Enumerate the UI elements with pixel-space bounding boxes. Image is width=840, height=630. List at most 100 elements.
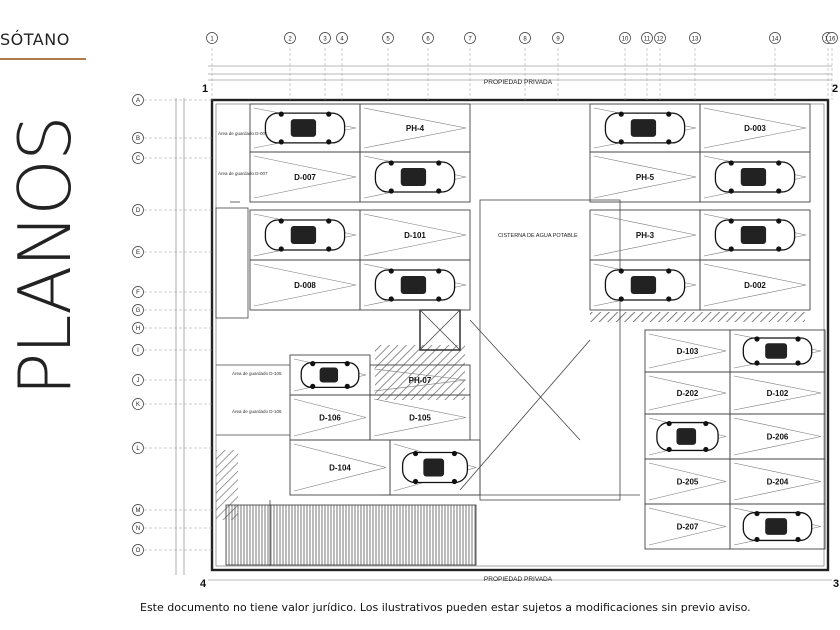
corner-number-4: 4 (200, 578, 207, 590)
column-axis-label: 8 (523, 37, 527, 43)
stall-marking (703, 263, 807, 307)
cistern-label: CISTERNA DE AGUA POTABLE (498, 233, 578, 239)
row-axis-bubble (132, 442, 144, 454)
row-axis-bubble (132, 522, 144, 534)
stall-id: D-002 (744, 281, 766, 290)
stall-id: PH-07 (409, 376, 432, 385)
car-icon (374, 160, 456, 194)
parked-cars (264, 111, 813, 543)
column-axis-bubble (769, 32, 781, 44)
column-axis-label: 3 (323, 37, 327, 43)
row-axis-bubble (132, 344, 144, 356)
stall-marking (648, 375, 727, 411)
storage-label-1: Área de guardado D-001 (218, 130, 268, 136)
stall-marking (703, 107, 807, 149)
corner-number-3: 3 (833, 578, 839, 590)
row-axis-label: K (136, 402, 140, 408)
stall-id: D-008 (294, 281, 316, 290)
column-axis-bubble (319, 32, 331, 44)
row-axis-label: G (136, 308, 141, 314)
row-axis-label: O (136, 548, 141, 554)
column-axis-bubble (464, 32, 476, 44)
car-icon (742, 510, 813, 543)
stall-id: D-003 (744, 124, 766, 133)
stall-outline (729, 503, 826, 550)
disclaimer-text: Este documento no tiene valor jurídico. … (140, 601, 751, 614)
stall-id: PH-5 (636, 173, 655, 182)
stall-marking (293, 443, 387, 492)
column-axis-label: 16 (829, 37, 836, 43)
row-axis-label: D (136, 208, 141, 214)
column-axis-bubble (206, 32, 218, 44)
stall-marking (393, 443, 478, 492)
car-icon (300, 361, 360, 389)
column-axis-label: 12 (657, 37, 664, 43)
stall-marking (733, 417, 822, 456)
accent-underline (0, 58, 86, 60)
row-axis-label: M (136, 508, 141, 514)
storage-label-2: Área de guardado D-007 (218, 170, 268, 176)
column-axis-bubble (689, 32, 701, 44)
column-axis-label: 10 (622, 37, 629, 43)
row-axis-label: I (137, 348, 139, 354)
row-axis-label: J (137, 378, 140, 384)
stall-outline (359, 259, 471, 311)
storage-label-4: Área de guardado D-106 (232, 408, 282, 414)
stall-id: D-205 (677, 478, 699, 487)
row-axis-label: A (136, 98, 140, 104)
row-axis-bubble (132, 398, 144, 410)
column-axis-bubble (619, 32, 631, 44)
column-axes: 12345678910111213141516 (206, 32, 838, 100)
stall-id: PH-4 (406, 124, 425, 133)
row-axis-label: H (136, 326, 140, 332)
column-axis-bubble (382, 32, 394, 44)
stall-outline (359, 151, 471, 203)
row-axis-label: L (136, 446, 140, 452)
stall-marking (293, 398, 367, 437)
car-icon (374, 268, 456, 302)
stall-marking (373, 398, 467, 437)
ramp-hatch (375, 345, 465, 400)
column-axis-bubble (641, 32, 653, 44)
row-axis-bubble (132, 374, 144, 386)
column-axis-bubble (654, 32, 666, 44)
stall-marking (648, 507, 727, 546)
stall-marking (363, 213, 467, 257)
property-label-bottom: PROPIEDAD PRIVADA (484, 576, 553, 583)
column-axis-bubble (826, 32, 838, 44)
row-axis-bubble (132, 504, 144, 516)
stall-outline (389, 439, 481, 496)
corner-number-2: 2 (832, 83, 838, 95)
corner-number-1: 1 (202, 83, 208, 95)
row-axis-label: E (136, 250, 140, 256)
column-axis-label: 11 (644, 37, 651, 43)
stall-id: D-204 (767, 478, 789, 487)
column-axis-label: 4 (340, 37, 344, 43)
car-icon (401, 450, 469, 485)
stall-marking (733, 375, 822, 411)
column-axis-bubble (519, 32, 531, 44)
car-icon (656, 420, 719, 453)
column-axis-bubble (422, 32, 434, 44)
row-axis-label: C (136, 156, 141, 162)
vertical-title: PLANOS (3, 117, 87, 396)
stall-id: D-207 (677, 523, 699, 532)
stall-marking (373, 368, 467, 392)
section-title: SÓTANO (0, 30, 70, 49)
stall-outline (699, 259, 811, 311)
column-axis-bubble (336, 32, 348, 44)
stall-id: D-206 (767, 433, 789, 442)
stall-id: D-103 (677, 347, 699, 356)
car-icon (714, 218, 796, 252)
car-icon (264, 218, 346, 252)
row-axis-bubble (132, 544, 144, 556)
stall-marking (648, 462, 727, 501)
beam-hatch (590, 312, 805, 322)
stall-marking (593, 213, 697, 257)
row-axis-bubble (132, 322, 144, 334)
row-axis-bubble (132, 152, 144, 164)
stall-id: D-007 (294, 173, 316, 182)
stall-marking (363, 107, 467, 149)
row-axis-bubble (132, 204, 144, 216)
